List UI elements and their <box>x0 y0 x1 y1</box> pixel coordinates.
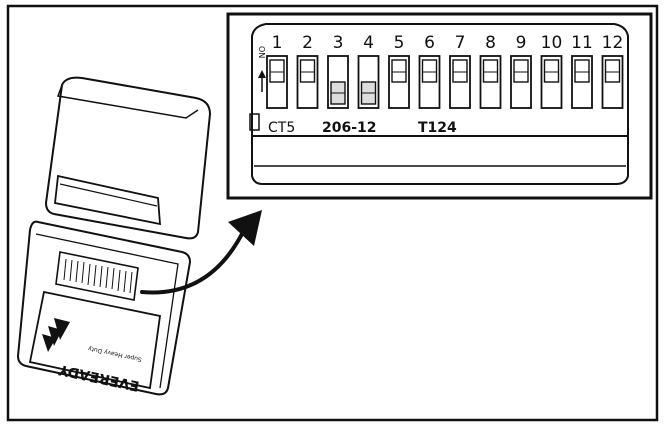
switch-number-12: 12 <box>602 33 624 53</box>
switch-lever <box>452 59 468 83</box>
dip-switch-2[interactable] <box>296 55 319 109</box>
dip-switch-body <box>251 23 629 137</box>
remote-slot <box>54 174 161 226</box>
switch-lever <box>482 59 499 83</box>
marking-model: CT5 <box>268 120 295 136</box>
eveready-logo-icon <box>42 318 70 352</box>
dip-switch-9[interactable] <box>510 55 532 109</box>
dip-switch-4[interactable] <box>357 55 380 109</box>
dip-switch-7[interactable] <box>449 55 471 109</box>
switch-lever <box>604 59 621 83</box>
dip-switch-11[interactable] <box>571 55 593 109</box>
switch-number-7: 7 <box>455 33 466 53</box>
switch-number-10: 10 <box>541 33 563 53</box>
dip-switch-5[interactable] <box>388 55 410 109</box>
remote-switch-window <box>55 251 139 301</box>
brand-subtitle: Super Heavy Duty <box>87 345 142 363</box>
dip-switch-6[interactable] <box>418 55 441 109</box>
dip-switch-base <box>251 135 629 185</box>
switch-slots <box>266 55 624 109</box>
switch-number-3: 3 <box>333 33 344 53</box>
switch-number-1: 1 <box>272 33 283 53</box>
dip-switch-1[interactable] <box>266 55 288 109</box>
switch-lever <box>391 59 407 83</box>
switch-number-5: 5 <box>394 33 405 53</box>
dip-switch-3[interactable] <box>327 55 349 109</box>
switch-lever <box>421 59 438 83</box>
switch-lever <box>513 59 529 83</box>
switch-number-6: 6 <box>424 33 435 53</box>
remote-label-panel <box>28 290 162 390</box>
on-arrow-icon <box>258 70 266 78</box>
outer-frame <box>6 4 659 422</box>
switch-number-9: 9 <box>516 33 527 53</box>
marking-code: 206-12 <box>322 120 377 136</box>
dip-switch-8[interactable] <box>479 55 502 109</box>
marking-type: T124 <box>418 120 457 136</box>
switch-number-8: 8 <box>485 33 496 53</box>
dip-switch-12[interactable] <box>601 55 624 109</box>
switch-lever <box>299 59 316 83</box>
switch-lever <box>574 59 590 83</box>
brand-name: EVEREADY <box>57 361 141 394</box>
remote-transmitter: EVEREADY Super Heavy Duty <box>16 76 212 396</box>
switch-number-11: 11 <box>571 33 593 53</box>
switch-lever <box>269 59 285 83</box>
remote-top-cap <box>44 76 212 240</box>
remote-mini-switches <box>63 258 133 294</box>
pin-one-marker <box>249 113 260 131</box>
switch-number-4: 4 <box>363 33 374 53</box>
on-label: ON <box>257 46 266 58</box>
pointer-arrow-icon <box>140 210 262 295</box>
remote-body <box>16 220 192 396</box>
closeup-frame <box>226 12 653 200</box>
switch-number-2: 2 <box>302 33 313 53</box>
switch-lever <box>543 59 560 83</box>
dip-switch-10[interactable] <box>540 55 563 109</box>
